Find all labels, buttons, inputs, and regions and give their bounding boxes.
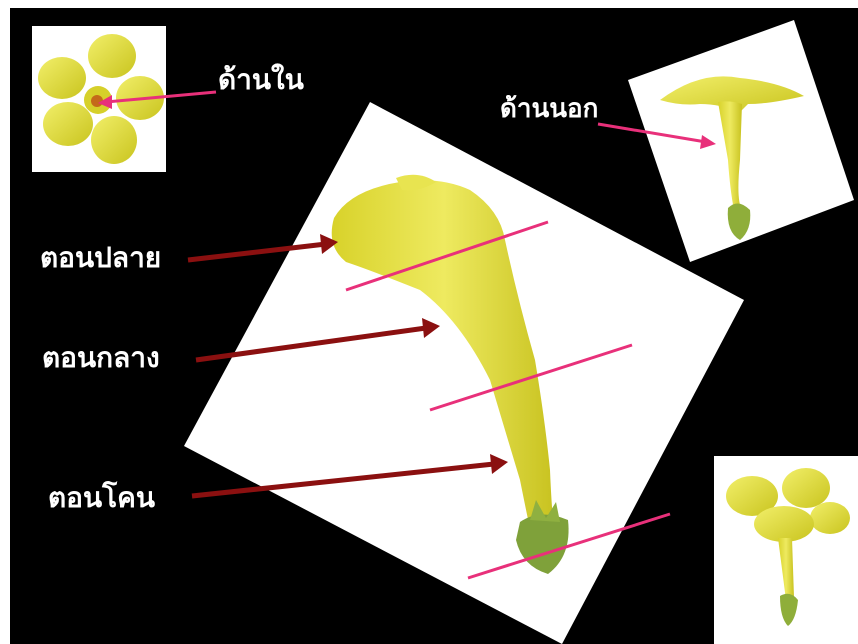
middle-section-label: ตอนกลาง [42,344,160,372]
whole-flower-panel [714,456,858,644]
outer-view-panel [628,20,854,262]
main-flower-panel [184,102,744,644]
outer-side-label: ด้านนอก [500,96,598,122]
inner-side-label: ด้านใน [218,66,304,94]
tip-section-label: ตอนปลาย [40,244,161,272]
base-section-label: ตอนโคน [48,484,155,512]
